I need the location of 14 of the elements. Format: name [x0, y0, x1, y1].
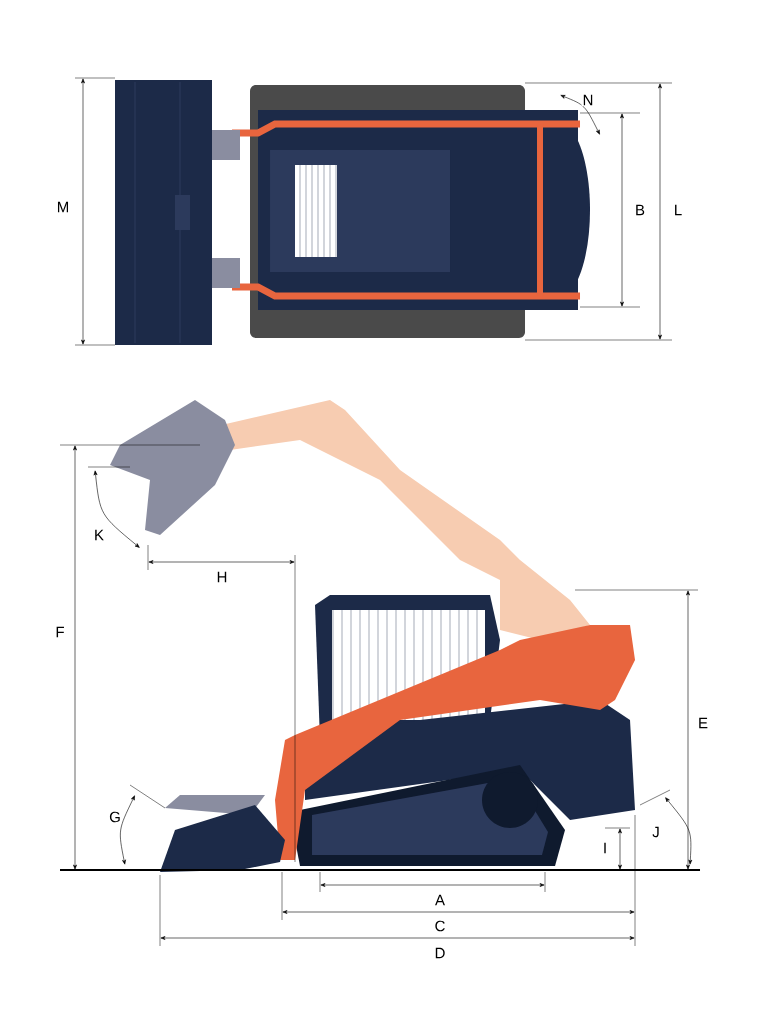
dimension-label: J	[651, 825, 661, 839]
dimension-label: M	[55, 200, 71, 214]
dimension-label: E	[697, 716, 709, 730]
dimension-label: K	[93, 528, 105, 542]
dimension-label: L	[672, 203, 684, 217]
dimension-label: C	[433, 919, 447, 933]
dimension-label: N	[581, 93, 595, 107]
dimension-label: A	[434, 893, 446, 907]
dimension-label: H	[215, 570, 229, 584]
dimension-label: I	[601, 841, 609, 855]
dimension-label: F	[54, 625, 66, 639]
dimension-label: D	[433, 946, 447, 960]
dimension-label: G	[108, 810, 122, 824]
dimension-label: B	[634, 203, 646, 217]
